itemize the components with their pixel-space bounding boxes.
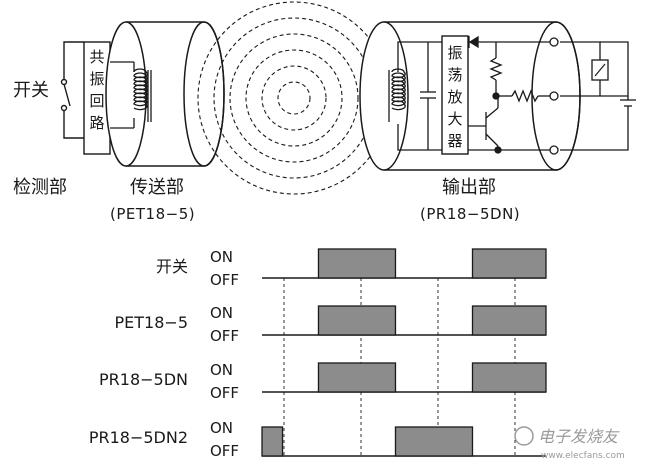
resonance-char: 振	[89, 70, 104, 88]
timing-chart: 开关 ON OFF PET18−5 ON OFF PR18−5DN ON OFF…	[89, 248, 547, 460]
signal-name: PR18−5DN2	[89, 428, 188, 447]
receiver-circuit	[388, 35, 636, 151]
signal-name: 开关	[156, 257, 188, 276]
output-model: (PR18−5DN)	[420, 205, 520, 223]
on-pulse	[317, 305, 397, 336]
on-pulse	[317, 248, 397, 279]
amplifier-char: 荡	[447, 66, 462, 84]
transmit-model: (PET18−5)	[110, 205, 195, 223]
transmitter-coil-icon	[110, 61, 152, 129]
detection-circuit	[60, 41, 84, 139]
level-on-label: ON	[210, 419, 233, 437]
signal-row	[262, 248, 547, 279]
resonance-char: 回	[89, 92, 104, 110]
signal-name: PET18−5	[115, 313, 188, 332]
level-off-label: OFF	[210, 384, 239, 402]
resonance-char: 路	[89, 114, 104, 132]
watermark-url: www.elecfans.com	[541, 451, 625, 461]
watermark-logo-icon	[514, 426, 534, 446]
switch-label: 开关	[13, 80, 49, 101]
watermark-text: 电子发烧友	[538, 427, 620, 446]
level-off-label: OFF	[210, 442, 239, 460]
on-pulse	[261, 426, 284, 457]
level-off-label: OFF	[210, 327, 239, 345]
amplifier-char: 振	[447, 44, 462, 62]
level-off-label: OFF	[210, 271, 239, 289]
signal-row	[262, 305, 547, 336]
amplifier-box	[441, 35, 469, 155]
on-pulse	[471, 305, 547, 336]
transmit-label: 传送部	[130, 177, 184, 198]
transmitter-cylinder	[105, 21, 225, 167]
amplifier-char: 器	[447, 132, 462, 150]
on-pulse	[471, 248, 547, 279]
watermark: 电子发烧友 www.elecfans.com	[514, 426, 625, 461]
on-pulse	[317, 362, 397, 393]
signal-name: PR18−5DN	[99, 370, 188, 389]
terminal-dots	[492, 37, 559, 155]
detect-label: 检测部	[13, 177, 67, 198]
output-label: 输出部	[442, 177, 496, 198]
level-on-label: ON	[210, 361, 233, 379]
signal-row	[261, 426, 546, 457]
signal-row	[262, 362, 547, 393]
receiver-cylinder	[359, 21, 581, 171]
amplifier-char: 放	[447, 88, 462, 106]
level-on-label: ON	[210, 304, 233, 322]
on-pulse	[471, 362, 547, 393]
amplifier-char: 大	[447, 110, 462, 128]
level-on-label: ON	[210, 248, 233, 266]
resonance-char: 共	[89, 48, 104, 66]
on-pulse	[394, 426, 474, 457]
